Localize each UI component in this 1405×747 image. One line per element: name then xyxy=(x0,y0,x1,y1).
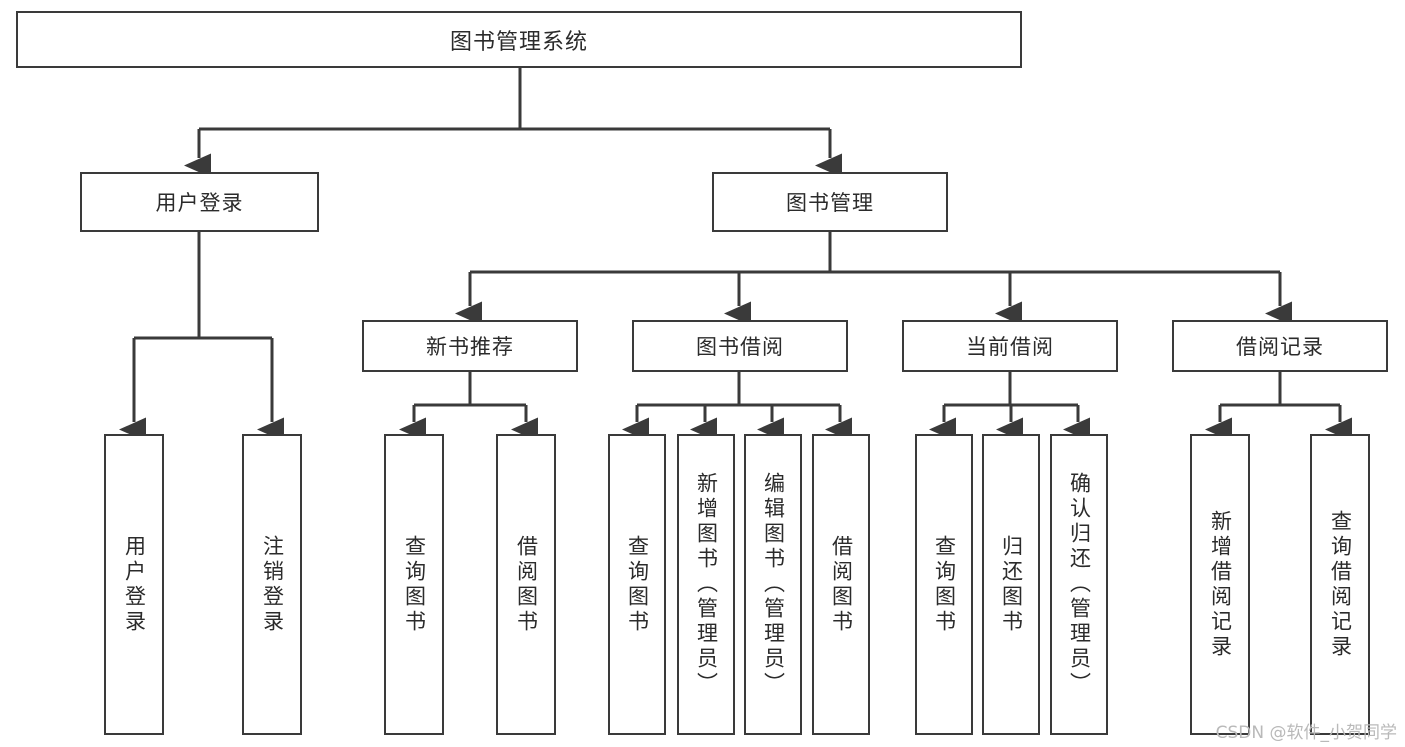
node-leaf-edit-book-label: 编辑图书（管理员） xyxy=(761,472,786,697)
node-leaf-return-book[interactable]: 归还图书 xyxy=(982,434,1040,735)
node-leaf-borrow-book-1[interactable]: 借阅图书 xyxy=(496,434,556,735)
node-leaf-query-record[interactable]: 查询借阅记录 xyxy=(1310,434,1370,735)
node-leaf-query-book-3-label: 查询图书 xyxy=(932,534,957,635)
node-book-borrow-label: 图书借阅 xyxy=(696,335,784,359)
node-leaf-confirm-return[interactable]: 确认归还（管理员） xyxy=(1050,434,1108,735)
node-leaf-user-login[interactable]: 用户登录 xyxy=(104,434,164,735)
node-book-borrow[interactable]: 图书借阅 xyxy=(632,320,848,372)
node-root-label: 图书管理系统 xyxy=(449,29,588,55)
node-leaf-add-record-label: 新增借阅记录 xyxy=(1208,509,1233,660)
node-leaf-logout-label: 注销登录 xyxy=(260,534,285,635)
node-current-borrow[interactable]: 当前借阅 xyxy=(902,320,1118,372)
node-leaf-query-book-2[interactable]: 查询图书 xyxy=(608,434,666,735)
node-leaf-add-book[interactable]: 新增图书（管理员） xyxy=(677,434,735,735)
node-leaf-return-book-label: 归还图书 xyxy=(999,534,1024,635)
node-book-manage[interactable]: 图书管理 xyxy=(712,172,948,232)
node-book-manage-label: 图书管理 xyxy=(786,191,874,215)
node-new-book-recommend[interactable]: 新书推荐 xyxy=(362,320,578,372)
node-leaf-query-book-1[interactable]: 查询图书 xyxy=(384,434,444,735)
node-root[interactable]: 图书管理系统 xyxy=(16,11,1022,68)
node-borrow-record[interactable]: 借阅记录 xyxy=(1172,320,1388,372)
node-leaf-borrow-book-1-label: 借阅图书 xyxy=(514,534,539,635)
node-leaf-edit-book[interactable]: 编辑图书（管理员） xyxy=(744,434,802,735)
node-new-book-recommend-label: 新书推荐 xyxy=(426,335,514,359)
node-leaf-confirm-return-label: 确认归还（管理员） xyxy=(1067,472,1092,697)
node-leaf-add-record[interactable]: 新增借阅记录 xyxy=(1190,434,1250,735)
node-leaf-borrow-book-2-label: 借阅图书 xyxy=(829,534,854,635)
node-borrow-record-label: 借阅记录 xyxy=(1236,335,1324,359)
node-leaf-add-book-label: 新增图书（管理员） xyxy=(694,472,719,697)
node-current-borrow-label: 当前借阅 xyxy=(966,335,1054,359)
node-leaf-borrow-book-2[interactable]: 借阅图书 xyxy=(812,434,870,735)
node-leaf-query-book-3[interactable]: 查询图书 xyxy=(915,434,973,735)
node-user-login-label: 用户登录 xyxy=(155,191,244,215)
node-leaf-user-login-label: 用户登录 xyxy=(122,534,147,635)
node-leaf-query-book-2-label: 查询图书 xyxy=(625,534,650,635)
node-leaf-query-book-1-label: 查询图书 xyxy=(402,534,427,635)
node-user-login[interactable]: 用户登录 xyxy=(80,172,319,232)
node-leaf-query-record-label: 查询借阅记录 xyxy=(1328,509,1353,660)
node-leaf-logout[interactable]: 注销登录 xyxy=(242,434,302,735)
